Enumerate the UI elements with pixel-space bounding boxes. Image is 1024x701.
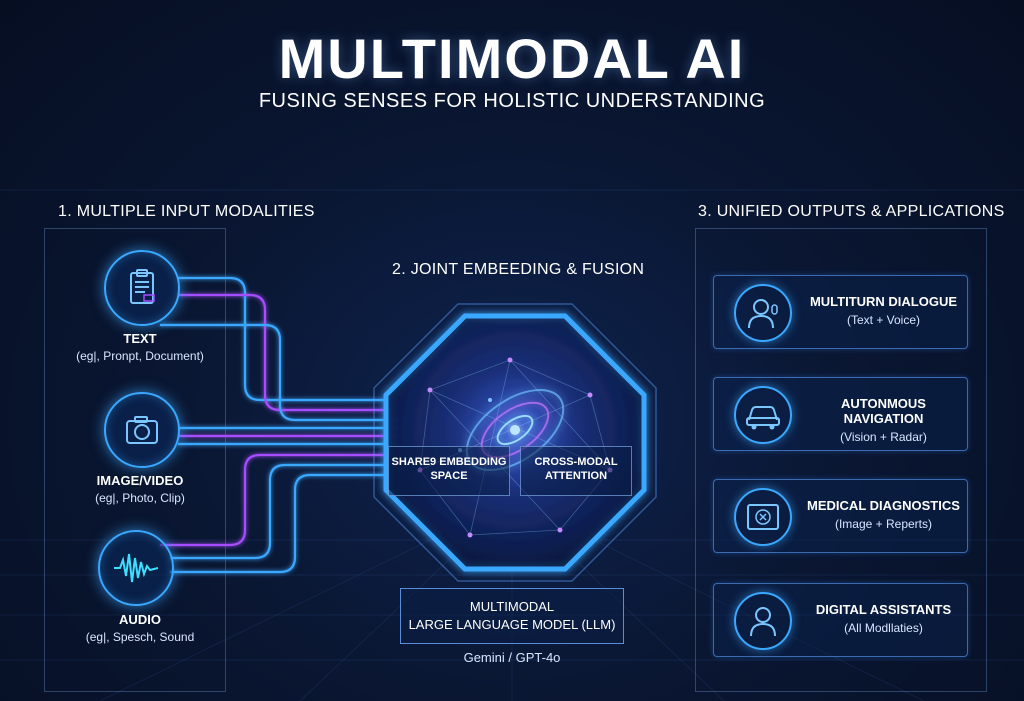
car-icon (746, 406, 780, 430)
text-modality-label: TEXT (eg|, Pronpt, Document) (40, 331, 240, 363)
output-subtitle: (Vision + Radar) (840, 430, 927, 444)
audio-modality-name: AUDIO (119, 612, 161, 627)
camera-icon (126, 416, 158, 444)
inputs-panel (44, 228, 226, 692)
fusion-core (373, 303, 657, 582)
outer-octagon (373, 303, 657, 582)
audio-modality-label: AUDIO (eg|, Spesch, Sound (40, 612, 240, 644)
output-subtitle: (Image + Reperts) (834, 517, 933, 531)
page-title: MULTIMODAL AI (278, 27, 746, 90)
audio-link-3 (170, 473, 398, 574)
text-input-node (104, 250, 180, 326)
page-subtitle: FUSING SENSES FOR HOLISTIC UNDERSTANDING (258, 90, 766, 112)
output-icon-ring (734, 386, 792, 444)
llm-line-1: MULTIMODAL (469, 599, 555, 614)
user-voice-icon (748, 299, 778, 329)
image-input-node (104, 392, 180, 468)
waveform-icon (114, 553, 159, 583)
text-link-2 (178, 293, 398, 412)
output-icon-ring (734, 592, 792, 650)
text-link-1 (178, 276, 398, 402)
audio-link-2 (170, 463, 398, 560)
image-modality-name: IMAGE/VIDEO (96, 473, 184, 488)
model-examples: Gemini / GPT-4o (463, 650, 561, 665)
text-modality-desc: (eg|, Pronpt, Document) (76, 349, 204, 363)
medical-scan-icon (747, 504, 779, 530)
output-title: DIGITAL ASSISTANTS (815, 602, 952, 617)
audio-input-node (98, 530, 174, 606)
outputs-panel (695, 228, 987, 692)
output-title: AUTONMOUS NAVIGATION (841, 396, 926, 426)
output-icon-ring (734, 488, 792, 546)
audio-link-1 (160, 453, 398, 547)
text-modality-name: TEXT (123, 331, 157, 346)
text-link-3 (160, 323, 398, 422)
output-icon-ring (734, 284, 792, 342)
image-modality-label: IMAGE/VIDEO (eg|, Photo, Clip) (40, 473, 240, 505)
output-medical-diagnostics: MEDICAL DIAGNOSTICS (Image + Reperts) (713, 479, 968, 553)
output-digital-assistants: DIGITAL ASSISTANTS (All Modllaties) (713, 583, 968, 657)
shared-embedding-label: SHARE9 EMBEDDING SPACE (388, 446, 510, 496)
image-modality-desc: (eg|, Photo, Clip) (95, 491, 185, 505)
llm-line-2: LARGE LANGUAGE MODEL (LLM) (408, 617, 616, 632)
inputs-heading: 1. MULTIPLE INPUT MODALITIES (58, 203, 315, 220)
outputs-heading: 3. UNIFIED OUTPUTS & APPLICATIONS (698, 203, 1005, 220)
cross-modal-attention-label: CROSS-MODAL ATTENTION (520, 446, 632, 496)
output-title: MULTITURN DIALOGUE (809, 294, 958, 309)
output-subtitle: (All Modllaties) (844, 621, 923, 635)
fusion-heading: 2. JOINT EMBEEDING & FUSION (392, 261, 645, 278)
assistant-icon (750, 607, 776, 637)
llm-box: MULTIMODAL LARGE LANGUAGE MODEL (LLM) (400, 588, 624, 644)
output-multiturn-dialogue: MULTITURN DIALOGUE (Text + Voice) (713, 275, 968, 349)
output-subtitle: (Text + Voice) (846, 313, 921, 327)
output-autonomous-navigation: AUTONMOUS NAVIGATION (Vision + Radar) (713, 377, 968, 451)
audio-modality-desc: (eg|, Spesch, Sound (85, 630, 195, 644)
document-icon (130, 269, 155, 304)
output-title: MEDICAL DIAGNOSTICS (807, 498, 960, 513)
